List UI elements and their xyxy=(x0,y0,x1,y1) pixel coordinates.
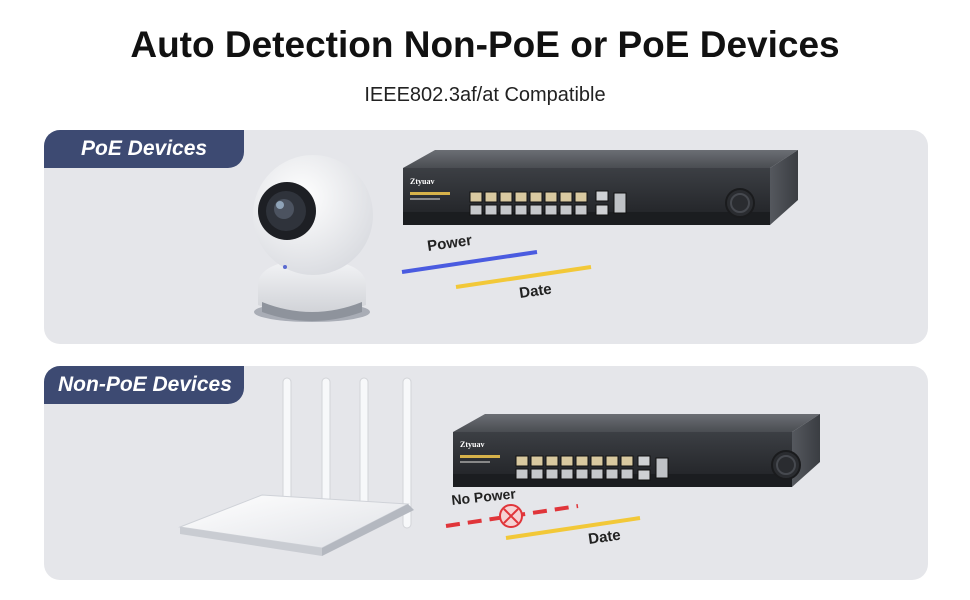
ethernet-ports xyxy=(469,191,588,216)
poe-devices-tab: PoE Devices xyxy=(44,130,244,168)
ethernet-port xyxy=(544,204,558,216)
ethernet-port xyxy=(484,204,498,216)
camera-icon xyxy=(253,155,373,322)
ethernet-port xyxy=(469,191,483,203)
ethernet-port xyxy=(620,468,634,480)
ethernet-port xyxy=(529,204,543,216)
ethernet-port xyxy=(574,191,588,203)
no-power-label: No Power xyxy=(451,485,517,508)
non-poe-devices-tab: Non-PoE Devices xyxy=(44,366,244,404)
ethernet-port xyxy=(560,468,574,480)
ethernet-port xyxy=(530,455,544,467)
ethernet-ports xyxy=(515,455,634,480)
ethernet-port xyxy=(575,455,589,467)
ethernet-port xyxy=(544,191,558,203)
ethernet-port xyxy=(605,468,619,480)
data-line xyxy=(505,516,641,540)
data-line xyxy=(455,265,592,289)
ethernet-port xyxy=(530,468,544,480)
ethernet-port xyxy=(515,468,529,480)
poe-connection-lines: Power Date xyxy=(401,232,592,302)
page-subtitle: IEEE802.3af/at Compatible xyxy=(364,84,606,106)
ethernet-port xyxy=(529,191,543,203)
ethernet-port xyxy=(574,204,588,216)
ethernet-port xyxy=(499,191,513,203)
ethernet-port xyxy=(559,204,573,216)
ethernet-port xyxy=(575,468,589,480)
ethernet-port xyxy=(620,455,634,467)
ethernet-port xyxy=(590,455,604,467)
switch-brand-label: Ztyuav xyxy=(460,440,484,449)
data-label: Date xyxy=(587,527,622,548)
ethernet-port xyxy=(514,191,528,203)
router-icon xyxy=(178,377,414,556)
ethernet-port xyxy=(514,204,528,216)
ethernet-port xyxy=(560,455,574,467)
ethernet-port xyxy=(545,468,559,480)
data-label: Date xyxy=(518,281,553,302)
ethernet-port xyxy=(484,191,498,203)
power-line xyxy=(401,250,538,274)
ethernet-port xyxy=(499,204,513,216)
page-title: Auto Detection Non-PoE or PoE Devices xyxy=(130,24,840,65)
non-poe-connection-lines: No Power Date xyxy=(445,485,641,548)
blocked-icon xyxy=(499,504,523,528)
ethernet-port xyxy=(559,191,573,203)
poe-switch-1: Ztyuav xyxy=(403,150,798,225)
ethernet-port xyxy=(590,468,604,480)
ethernet-port xyxy=(545,455,559,467)
power-label: Power xyxy=(426,232,473,255)
ethernet-port xyxy=(605,455,619,467)
ethernet-port xyxy=(469,204,483,216)
switch-brand-label: Ztyuav xyxy=(410,177,434,186)
ethernet-port xyxy=(515,455,529,467)
poe-switch-2: Ztyuav xyxy=(453,414,820,487)
